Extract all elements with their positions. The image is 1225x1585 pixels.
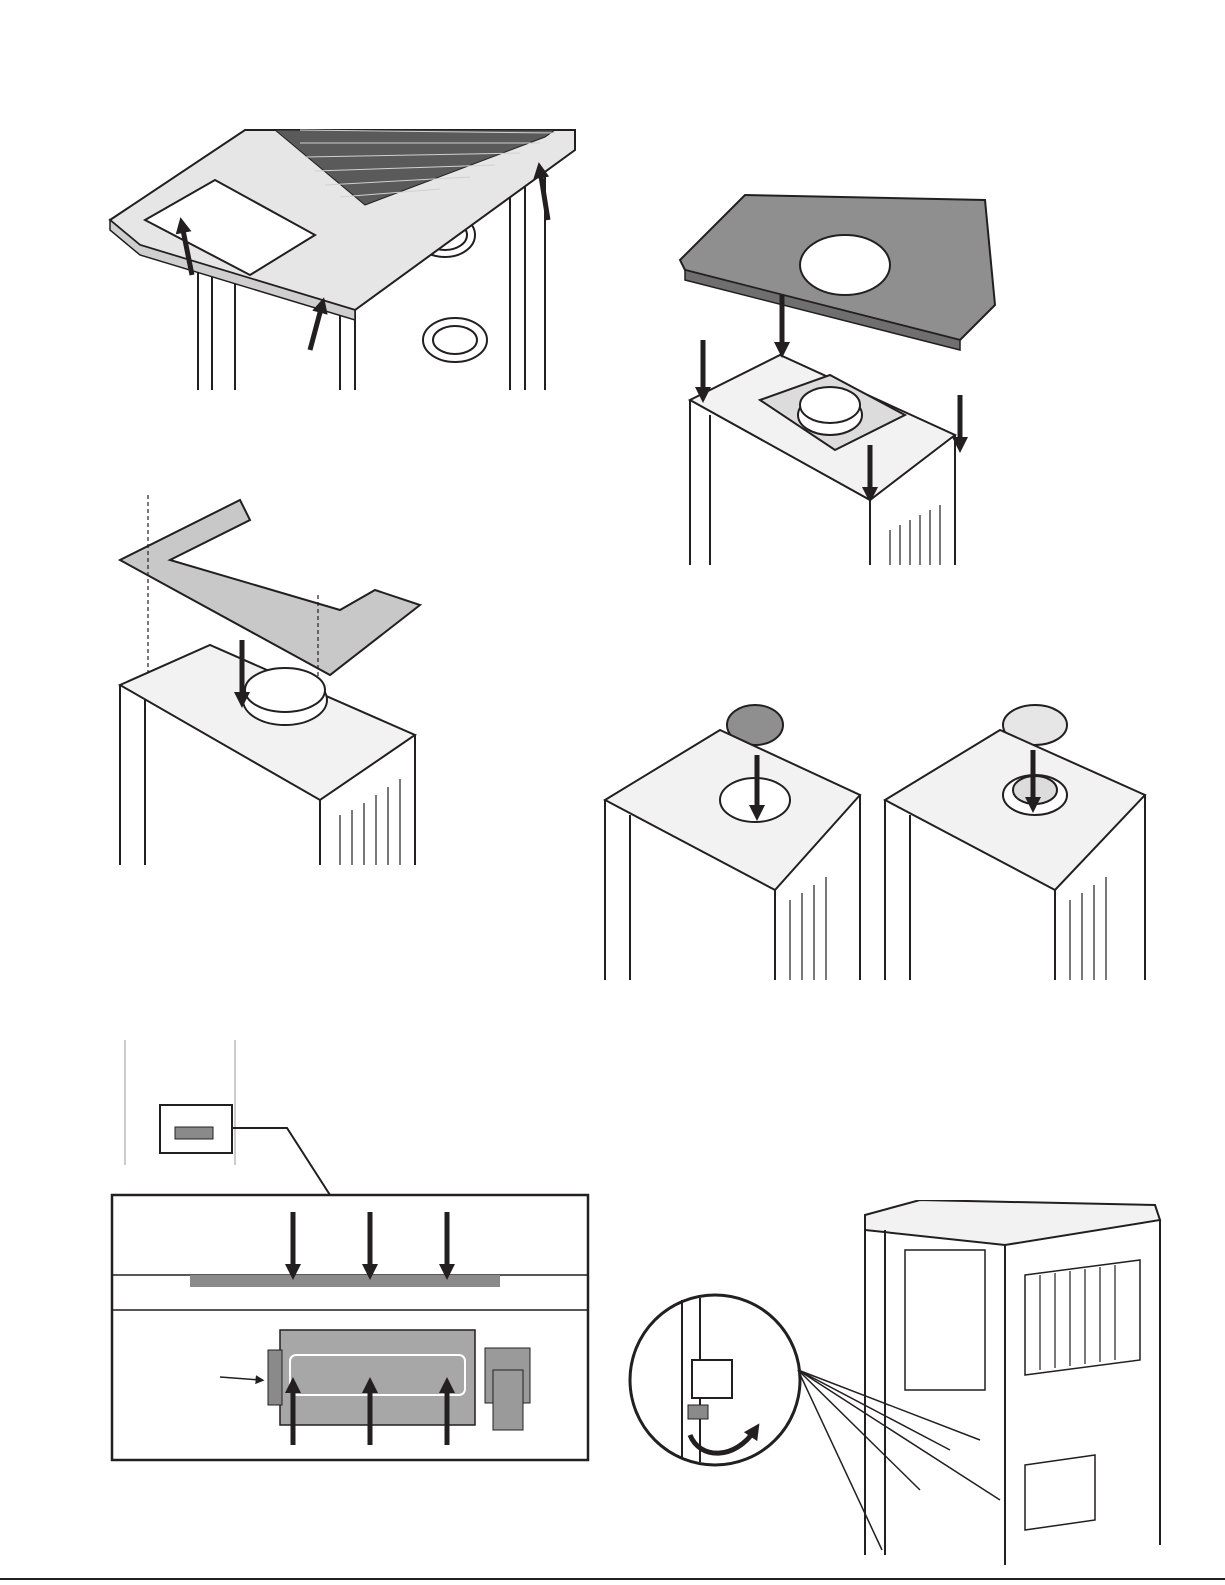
figure-remove-top-plate bbox=[100, 125, 590, 390]
figure-fit-u-shaped-plate bbox=[100, 495, 430, 865]
stone-top bbox=[680, 195, 995, 350]
figure-place-stone-top bbox=[670, 190, 1000, 565]
page-bottom-rule bbox=[0, 1578, 1225, 1580]
stove-left bbox=[605, 705, 860, 980]
stove-body bbox=[865, 1200, 1160, 1565]
detail-box bbox=[112, 1195, 588, 1460]
rear-view bbox=[125, 1040, 330, 1195]
u-plate bbox=[120, 500, 420, 675]
top-plate bbox=[110, 130, 575, 320]
figure-fan-mounting-detail bbox=[100, 1040, 600, 1465]
stove-right bbox=[885, 705, 1145, 980]
figure-leveling-feet bbox=[620, 1200, 1180, 1565]
leader-line bbox=[798, 1370, 1000, 1550]
magnifier-circle bbox=[630, 1295, 800, 1465]
figure-fit-cover-or-collar bbox=[600, 695, 1160, 980]
stove-body bbox=[690, 355, 955, 565]
stove-body bbox=[120, 645, 415, 865]
